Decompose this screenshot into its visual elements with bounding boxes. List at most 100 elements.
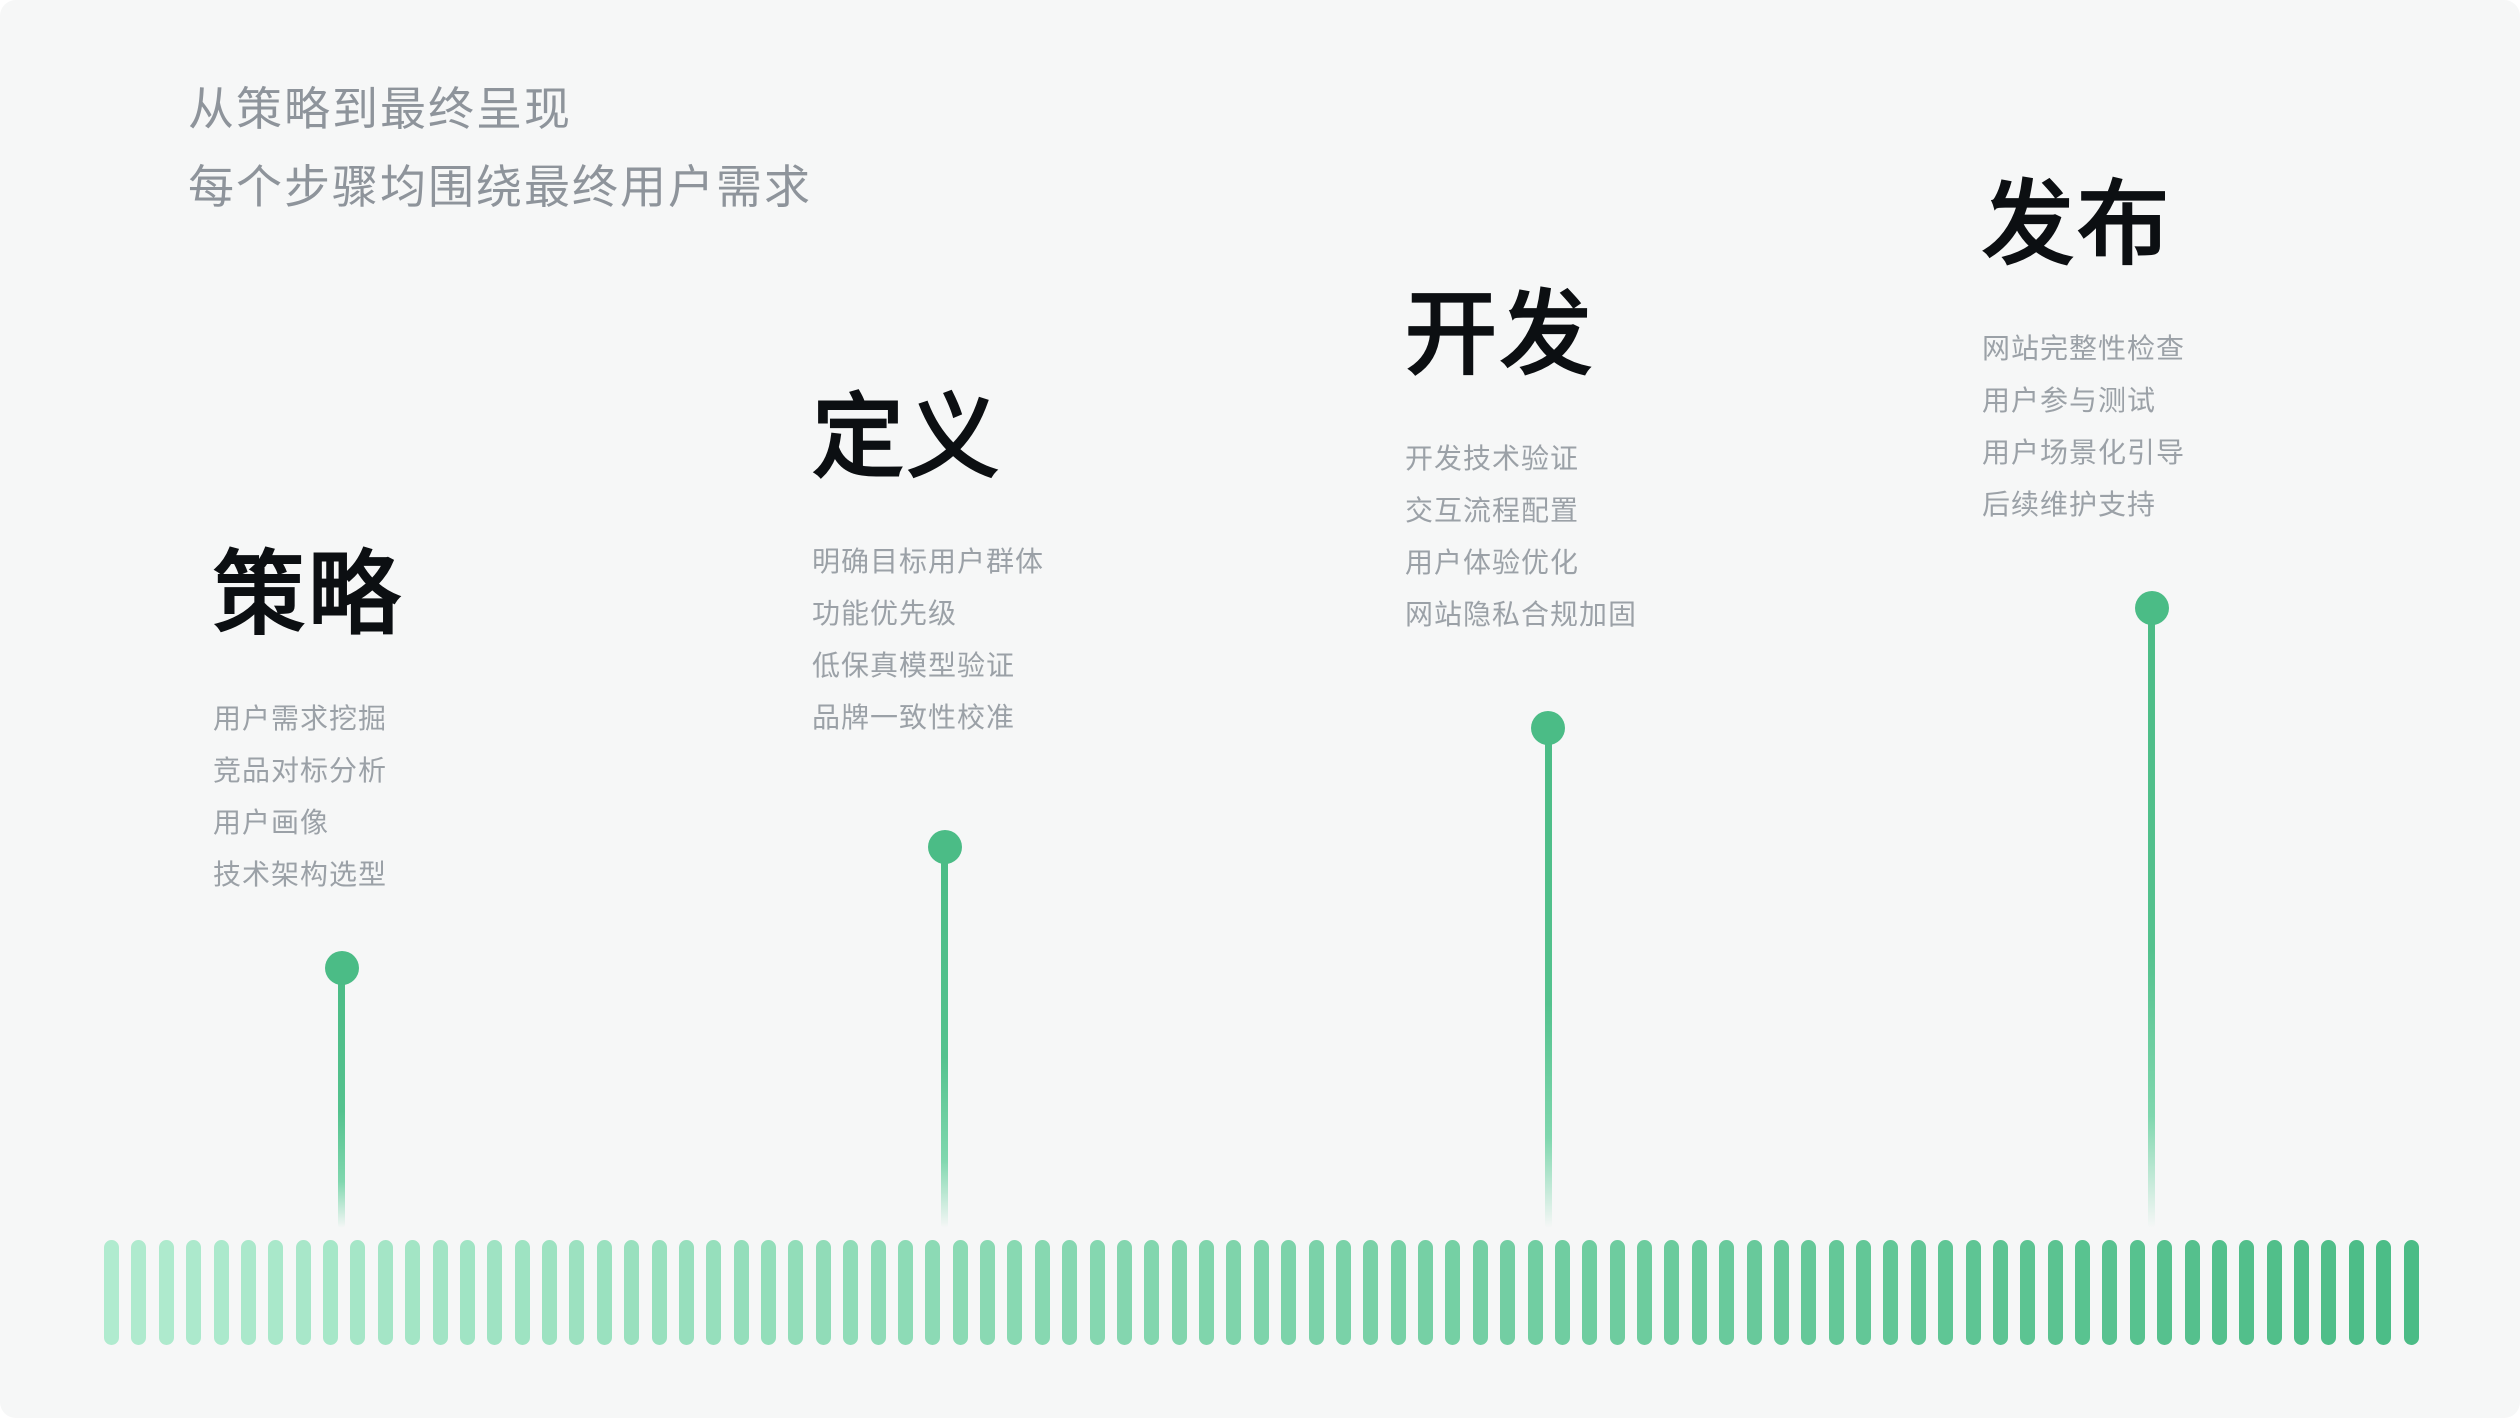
ticker-bar <box>2102 1240 2118 1345</box>
ticker-bar <box>131 1240 147 1345</box>
stage-title: 开发 <box>1405 284 1596 386</box>
ticker-bar <box>1883 1240 1899 1345</box>
ticker-bar <box>1992 1240 2008 1345</box>
stage-title: 策略 <box>213 544 404 646</box>
stage-item: 技术架构选型 <box>213 859 388 890</box>
ticker-bar <box>1281 1240 1297 1345</box>
ticker-bar <box>104 1240 119 1345</box>
ticker-bar <box>897 1240 913 1345</box>
stage-item: 低保真模型验证 <box>812 650 1016 681</box>
timeline-stem <box>1545 728 1552 1228</box>
ticker-bar <box>1691 1240 1707 1345</box>
header-subtitle: 从策略到最终呈现 每个步骤均围绕最终用户需求 <box>188 70 812 226</box>
ticker-bar <box>2129 1240 2145 1345</box>
ticker-bar <box>405 1240 421 1345</box>
ticker-bar <box>788 1240 804 1345</box>
stage-item: 用户场景化引导 <box>1982 437 2186 468</box>
ticker-bar <box>323 1240 338 1345</box>
ticker-bar <box>733 1240 749 1345</box>
stage-item: 功能优先级 <box>812 598 958 629</box>
ticker-bar <box>925 1240 941 1345</box>
ticker-bar <box>377 1240 393 1345</box>
stage-item-list: 网站完整性检查 用户参与测试 用户场景化引导 后续维护支持 <box>1982 323 2185 531</box>
ticker-bar <box>1856 1240 1871 1345</box>
stage-item: 开发技术验证 <box>1405 443 1580 474</box>
ticker-bar <box>980 1240 995 1345</box>
ticker-bar <box>1582 1240 1598 1345</box>
ticker-bar <box>1746 1240 1762 1345</box>
timeline-dot <box>928 830 962 864</box>
ticker-bar <box>2239 1240 2255 1345</box>
stage-item-list: 用户需求挖掘 竞品对标分析 用户画像 技术架构选型 <box>213 693 403 901</box>
ticker-bar <box>815 1240 831 1345</box>
ticker-bar <box>350 1240 366 1345</box>
ticker-bar <box>1390 1240 1406 1345</box>
ticker-bar <box>2348 1240 2364 1345</box>
stage-item: 网站完整性检查 <box>1982 333 2186 364</box>
ticker-bar <box>1664 1240 1680 1345</box>
ticker-bar <box>213 1240 229 1345</box>
ticker-bar <box>1828 1240 1844 1345</box>
ticker-bar <box>1363 1240 1379 1345</box>
ticker-bar <box>514 1240 530 1345</box>
ticker-bar <box>2047 1240 2063 1345</box>
stage-item: 后续维护支持 <box>1982 489 2157 520</box>
ticker-bar <box>2157 1240 2173 1345</box>
ticker-bar <box>1719 1240 1735 1345</box>
ticker-bar <box>952 1240 968 1345</box>
ticker-bar <box>651 1240 667 1345</box>
stage-item: 用户需求挖掘 <box>213 703 388 734</box>
ticker-bar <box>2075 1240 2090 1345</box>
ticker-bar <box>1062 1240 1078 1345</box>
header-subtitle-line1: 从策略到最终呈现 <box>188 83 572 135</box>
ticker-bar <box>1308 1240 1324 1345</box>
stage-item: 网站隐私合规加固 <box>1405 599 1638 630</box>
stage-column-strategy: 策略 用户需求挖掘 竞品对标分析 用户画像 技术架构选型 <box>213 548 403 901</box>
ticker-bar <box>1226 1240 1242 1345</box>
timeline-stem <box>2148 608 2155 1228</box>
stage-column-launch: 发布 网站完整性检查 用户参与测试 用户场景化引导 后续维护支持 <box>1982 178 2185 531</box>
timeline-stem <box>941 847 948 1228</box>
ticker-bar <box>1527 1240 1543 1345</box>
stage-item-list: 明确目标用户群体 功能优先级 低保真模型验证 品牌一致性校准 <box>812 536 1044 744</box>
stage-title: 发布 <box>1982 174 2173 276</box>
ticker-bar <box>2211 1240 2227 1345</box>
timeline-dot <box>325 951 359 985</box>
stage-item: 竞品对标分析 <box>213 755 388 786</box>
timeline-dot <box>1531 711 1565 745</box>
ticker-bar <box>2266 1240 2282 1345</box>
stage-item: 品牌一致性校准 <box>812 702 1016 733</box>
timeline-dot <box>2135 591 2169 625</box>
ticker-bar <box>2020 1240 2036 1345</box>
stage-column-define: 定义 明确目标用户群体 功能优先级 低保真模型验证 品牌一致性校准 <box>812 391 1044 744</box>
ticker-bar <box>843 1240 859 1345</box>
ticker-bar <box>1637 1240 1652 1345</box>
header-subtitle-line2: 每个步骤均围绕最终用户需求 <box>188 161 812 213</box>
ticker-bar <box>1773 1240 1789 1345</box>
ticker-bar <box>1144 1240 1160 1345</box>
ticker-bar <box>1418 1240 1433 1345</box>
ticker-bar <box>2376 1240 2392 1345</box>
ticker-bar <box>1199 1240 1214 1345</box>
ticker-bar <box>459 1240 475 1345</box>
ticker-bar <box>2403 1240 2419 1345</box>
ticker-bar <box>158 1240 174 1345</box>
ticker-bar <box>432 1240 448 1345</box>
ticker-bar <box>1089 1240 1105 1345</box>
ticker-bar <box>240 1240 256 1345</box>
stage-item: 用户参与测试 <box>1982 385 2157 416</box>
ticker-bar <box>2184 1240 2200 1345</box>
stage-item: 明确目标用户群体 <box>812 546 1045 577</box>
ticker-bar <box>569 1240 585 1345</box>
ticker-bar <box>678 1240 694 1345</box>
ticker-bar <box>1034 1240 1050 1345</box>
ticker-bar <box>870 1240 886 1345</box>
ticker-bar <box>2321 1240 2337 1345</box>
ticker-bar <box>268 1240 284 1345</box>
stage-item: 交互流程配置 <box>1405 495 1580 526</box>
timeline-stem <box>338 968 345 1228</box>
ticker-bar <box>2294 1240 2309 1345</box>
ticker-bar <box>1609 1240 1625 1345</box>
ticker-bar <box>542 1240 557 1345</box>
